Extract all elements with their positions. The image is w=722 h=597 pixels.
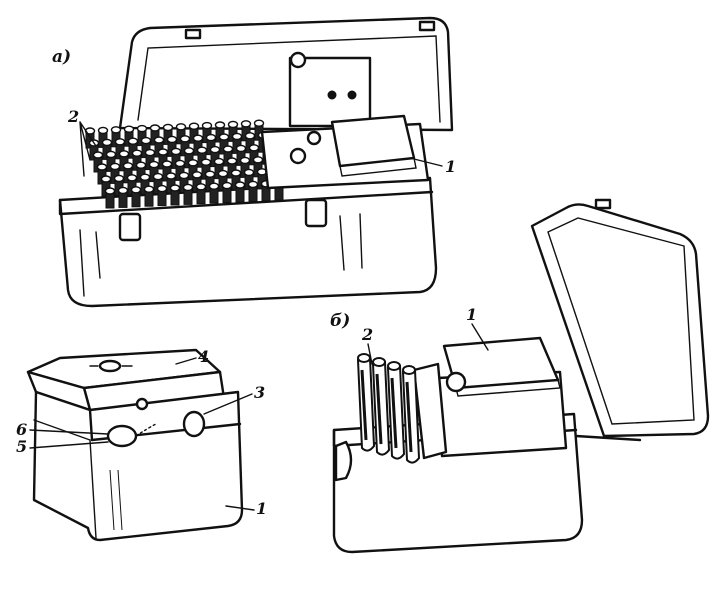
- callout-a-unit-leader: [409, 157, 443, 167]
- case-a-unit-cover: [330, 114, 416, 168]
- vial: [118, 150, 130, 172]
- callout-c-cap-leader: [29, 429, 109, 435]
- case-a-latch-left: [118, 212, 142, 242]
- vial: [247, 180, 259, 202]
- vial: [214, 121, 226, 143]
- case-a-lid-inner: [137, 35, 441, 123]
- vial: [149, 124, 161, 146]
- case-a-body: [58, 176, 438, 308]
- unit-c-body-edges: [33, 419, 97, 539]
- case-a-hinge-right: [418, 20, 436, 32]
- figure-b: б) 2 1: [330, 198, 710, 554]
- unit-c-cap-chain: [135, 423, 157, 437]
- vial: [143, 185, 155, 207]
- case-a-body-rib-left: [79, 229, 85, 297]
- case-a-hinge-left: [184, 28, 202, 40]
- vial: [240, 120, 252, 142]
- callout-c-cap-screw: 5: [16, 437, 27, 456]
- vial-b: [371, 357, 391, 456]
- callout-c-knob: 3: [254, 383, 265, 402]
- case-b-hinge: [594, 198, 612, 210]
- vial: [222, 145, 234, 167]
- case-b-lid-strap: [574, 434, 642, 442]
- vial-b: [356, 353, 376, 452]
- callout-c-cap: 6: [16, 420, 27, 439]
- vial: [234, 181, 246, 203]
- callout-b-unit: 1: [466, 305, 477, 324]
- vial: [109, 162, 121, 184]
- unit-c-hatch: [109, 469, 123, 531]
- vial: [243, 168, 255, 190]
- callout-a-unit: 1: [445, 157, 456, 176]
- unit-c-knob: [182, 410, 206, 438]
- vial: [179, 135, 191, 157]
- case-b-knob: [445, 371, 467, 393]
- case-b-vials: [356, 353, 421, 464]
- case-a-latch-right: [304, 198, 328, 228]
- callout-b-unit-leader: [471, 323, 489, 351]
- case-a-unit-cap: [306, 130, 322, 146]
- vial: [191, 171, 203, 193]
- case-a-lid-hole-left: [327, 90, 337, 100]
- case-b-lid-inner: [547, 217, 695, 425]
- case-a-body-rib-right-2: [359, 213, 363, 269]
- panel-label-a: а): [52, 47, 71, 67]
- vial: [104, 187, 116, 209]
- vial: [123, 125, 135, 147]
- callout-c-knob-leader: [203, 393, 253, 415]
- case-b-latch: [334, 440, 353, 482]
- callout-b-vials-leader: [367, 343, 373, 365]
- vial: [221, 181, 233, 204]
- callout-a-vials-leaders: [79, 121, 97, 177]
- unit-c-body: [32, 390, 244, 542]
- vial: [235, 144, 247, 166]
- case-a-vial-rack: [84, 119, 285, 209]
- vial: [208, 182, 220, 204]
- callout-c-lid: 4: [198, 347, 209, 366]
- case-a-lid-hole-right: [347, 90, 357, 100]
- vial-b: [386, 361, 406, 460]
- vial: [144, 148, 156, 171]
- vial: [182, 183, 194, 205]
- case-b-lid: [530, 203, 710, 438]
- callout-b-vials: 2: [361, 325, 373, 344]
- vial: [130, 186, 142, 208]
- unit-c-cap: [106, 424, 138, 448]
- case-a-lid: [118, 16, 454, 132]
- case-a-unit-knob: [289, 147, 307, 165]
- panel-label-b: б): [330, 311, 350, 331]
- unit-c-screw: [135, 397, 149, 411]
- callout-c-lid-leader: [175, 357, 197, 365]
- vial: [252, 156, 264, 178]
- case-a-body-rib-left-2: [95, 231, 101, 279]
- case-a-unit-cover-side: [339, 157, 417, 177]
- case-a-lid-screw: [289, 51, 307, 69]
- vial: [156, 184, 168, 207]
- figure-c: 4 3 6 5 1: [16, 347, 267, 542]
- case-a-body-rib-right: [339, 215, 345, 271]
- figure-a: а) 2 1: [52, 16, 456, 308]
- case-b-divider: [412, 362, 448, 460]
- callout-c-body-leader: [225, 505, 255, 511]
- unit-c-lid-emblem: [98, 359, 122, 373]
- callout-a-vials: 2: [67, 107, 79, 126]
- vial: [195, 183, 207, 205]
- vial: [117, 186, 129, 208]
- vial-b: [401, 365, 421, 464]
- callout-c-body: 1: [256, 499, 267, 518]
- vial: [122, 162, 134, 184]
- vial: [169, 184, 181, 206]
- callout-c-cap-screw-leader: [29, 441, 109, 449]
- vial: [230, 169, 242, 191]
